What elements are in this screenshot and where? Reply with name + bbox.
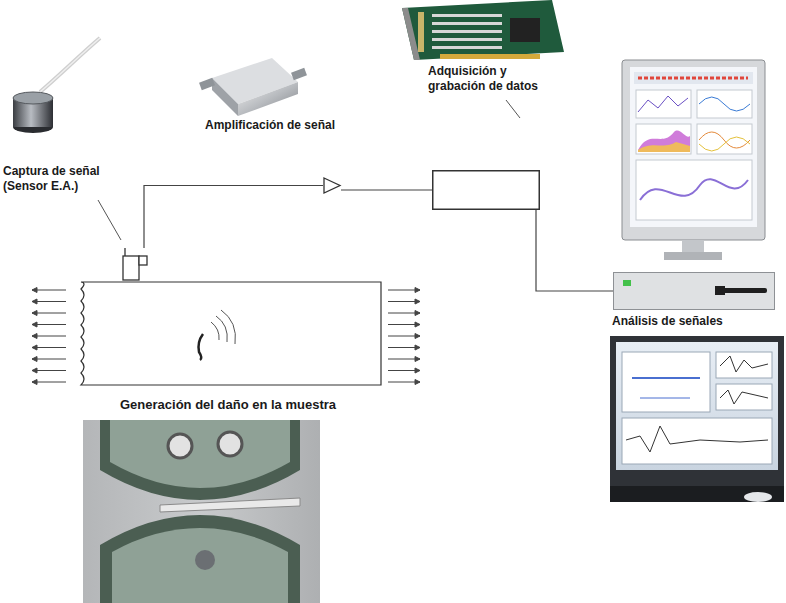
daq-box: Adquisición y grabación de datos xyxy=(432,170,540,210)
load-arrow xyxy=(388,311,420,316)
power-led xyxy=(623,280,631,286)
load-arrow xyxy=(32,368,66,373)
load-arrow xyxy=(388,380,420,385)
node-label: Análisis de señales xyxy=(612,314,782,329)
daq-card-photo xyxy=(402,0,564,60)
signal-wire xyxy=(144,186,323,249)
load-arrow xyxy=(388,357,420,362)
sensor-tab xyxy=(139,256,147,265)
load-arrow xyxy=(32,380,66,385)
node-label: Amplificación de señal xyxy=(205,118,375,133)
test-machine-photo xyxy=(83,420,320,603)
shape-outline xyxy=(75,282,381,385)
load-arrow xyxy=(32,357,66,362)
sensor-box: Captura de señal (Sensor E.A.) xyxy=(122,248,148,281)
node-label: Generación del daño en la muestra xyxy=(120,397,390,412)
amplifier-symbol: Amplificación de señal xyxy=(323,177,341,194)
sensor-photo xyxy=(13,38,100,133)
pc-case xyxy=(614,273,775,310)
load-arrow xyxy=(32,334,66,339)
monitor-illustration xyxy=(622,60,765,260)
load-arrow xyxy=(388,368,420,373)
daq-outline xyxy=(433,171,540,210)
sensor-lead xyxy=(124,248,125,256)
software-screenshot xyxy=(610,336,784,502)
shape-outline xyxy=(323,177,341,194)
load-arrow xyxy=(32,299,66,304)
sensor-body xyxy=(123,256,139,280)
load-arrow xyxy=(388,334,420,339)
emission-wave xyxy=(216,316,227,342)
leader-line xyxy=(98,200,121,240)
leader-line xyxy=(506,100,520,118)
load-arrow xyxy=(388,299,420,304)
load-arrow xyxy=(32,288,66,293)
shape-outline xyxy=(122,248,148,281)
sample-outline xyxy=(81,282,381,385)
emission-wave xyxy=(221,310,235,344)
sample-specimen: Generación del daño en la muestra xyxy=(75,282,381,385)
amplifier-triangle xyxy=(324,178,340,193)
drive-slot xyxy=(715,286,725,295)
crack xyxy=(199,334,204,360)
signal-wire xyxy=(341,189,432,190)
emission-wave xyxy=(211,322,219,340)
signal-wire xyxy=(536,210,613,291)
load-arrow xyxy=(32,322,66,327)
load-arrow xyxy=(388,322,420,327)
load-arrow xyxy=(32,311,66,316)
node-label: Captura de señal (Sensor E.A.) xyxy=(3,164,121,194)
shape-outline xyxy=(432,170,540,210)
computer-unit: Análisis de señales xyxy=(613,272,775,310)
load-arrow xyxy=(388,288,420,293)
shape-outline xyxy=(613,272,775,310)
node-label: Adquisición y grabación de datos xyxy=(428,64,552,94)
load-arrow xyxy=(388,345,420,350)
amplifier-photo xyxy=(199,58,307,116)
load-arrow xyxy=(32,345,66,350)
